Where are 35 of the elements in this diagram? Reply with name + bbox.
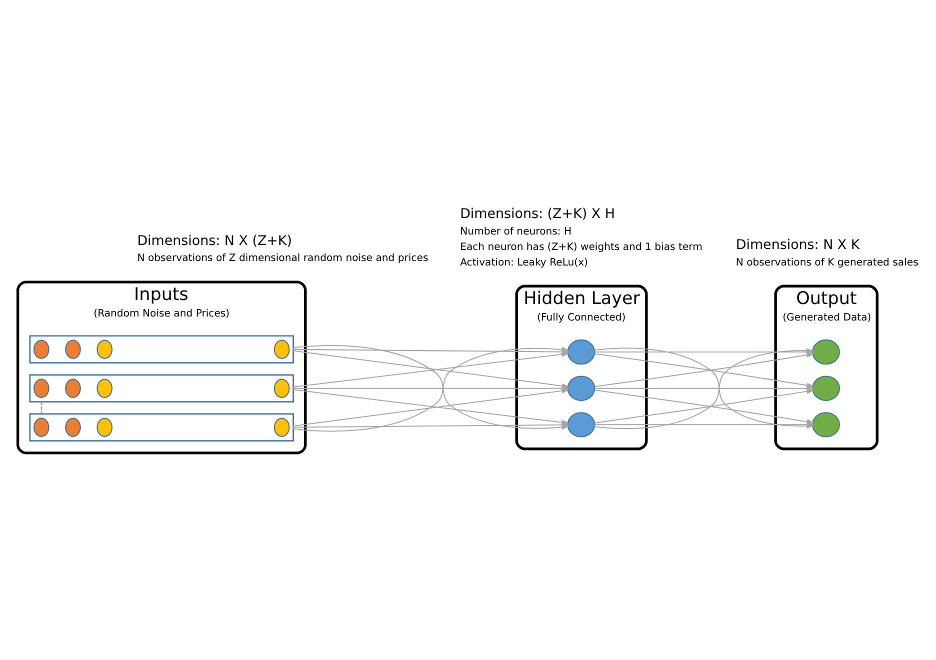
node-circle <box>566 376 595 401</box>
node-circle <box>32 378 49 398</box>
connector <box>40 402 42 414</box>
node-circle <box>273 340 290 359</box>
node-circle <box>273 378 290 398</box>
node-circle <box>64 378 80 398</box>
node-circle <box>96 340 112 359</box>
node-label: N observations of K generated sales <box>735 257 918 268</box>
node-label: Each neuron has (Z+K) weights and 1 bias term <box>460 242 702 253</box>
cluster: Hidden Layer (Fully Connected) <box>514 284 648 450</box>
node-circle <box>566 412 595 438</box>
node-label: Dimensions: N X (Z+K) <box>136 234 292 250</box>
node-circle <box>96 378 112 398</box>
node-circle <box>32 418 49 437</box>
node-circle <box>64 418 80 437</box>
node-label: Number of neurons: H <box>460 226 572 238</box>
node-circle <box>812 376 840 401</box>
cluster: Inputs (Random Noise and Prices) <box>16 280 306 454</box>
node-circle <box>273 418 290 437</box>
cluster <box>28 413 294 442</box>
node-circle <box>96 418 112 437</box>
arrow <box>292 422 569 428</box>
node-circle <box>812 339 840 365</box>
node-label: N observations of Z dimensional random noise and prices <box>136 253 428 264</box>
node-circle <box>566 339 595 365</box>
node-label: Activation: Leaky ReLu(x) <box>460 257 588 268</box>
node-circle <box>32 340 49 359</box>
node-circle <box>812 412 840 438</box>
cluster <box>28 374 294 402</box>
node-label: Dimensions: (Z+K) X H <box>460 207 614 222</box>
node-circle <box>64 340 80 359</box>
node-label: Dimensions: N X K <box>735 238 860 254</box>
cluster: Output (Generated Data) <box>774 284 878 450</box>
arrow <box>594 422 814 428</box>
cluster <box>28 335 294 364</box>
